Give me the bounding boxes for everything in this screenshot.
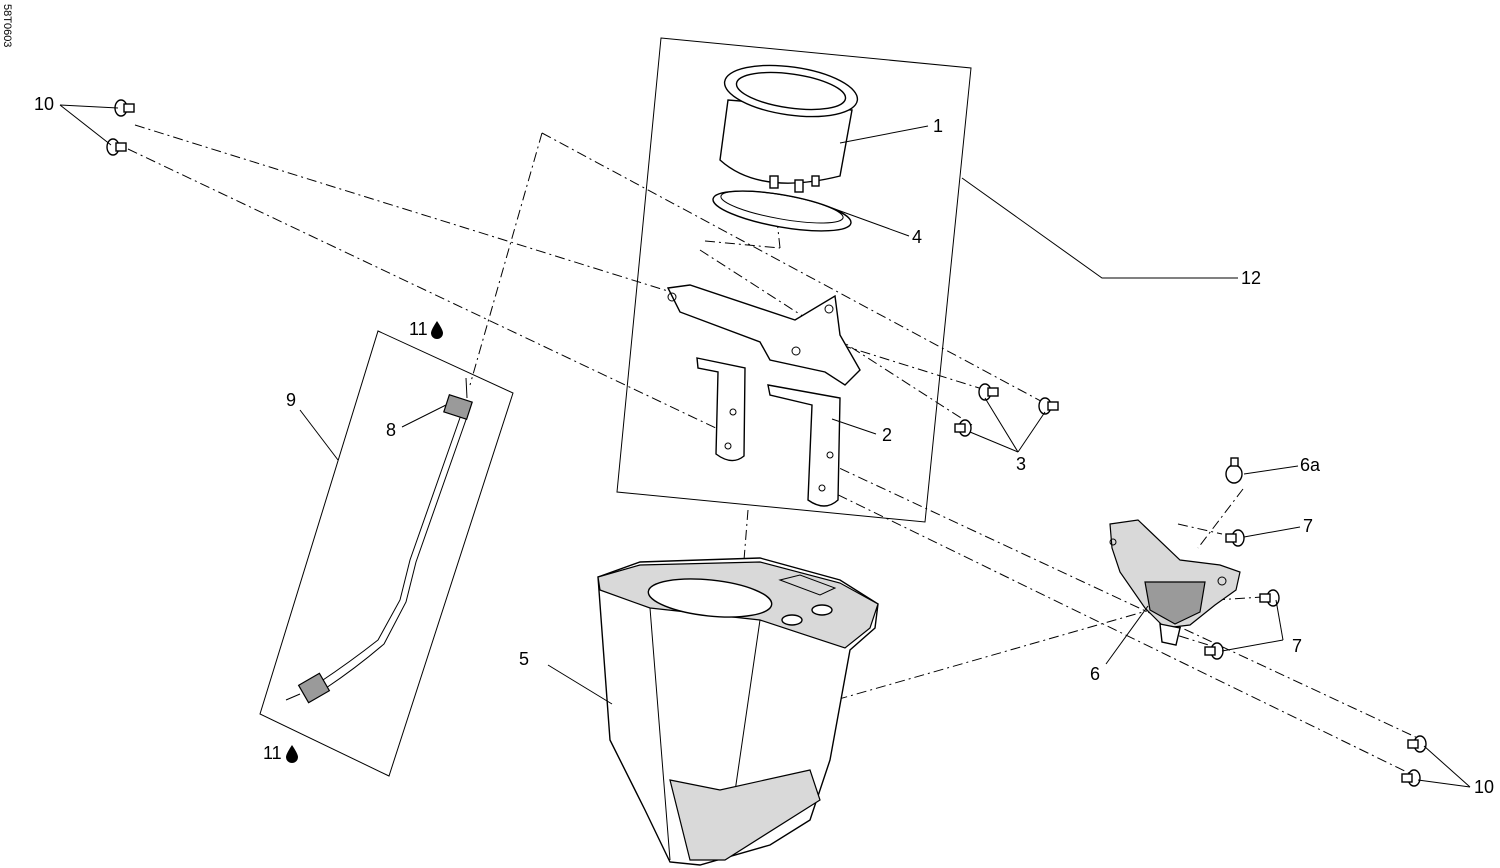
callout-8: 8 — [386, 420, 396, 440]
screws-part-7 — [1204, 529, 1280, 660]
cable-part — [285, 377, 473, 704]
screws-part-3 — [954, 383, 1059, 437]
leader-lines — [59, 104, 1471, 788]
oil-drop-icon — [431, 321, 443, 339]
callout-12: 12 — [1241, 268, 1261, 288]
callout-7-bottom: 7 — [1292, 636, 1302, 656]
cable-frame-9 — [259, 330, 514, 777]
drawing-reference: 58T0603 — [1, 4, 13, 47]
oil-drop-icon — [286, 745, 298, 763]
callout-1: 1 — [933, 116, 943, 136]
callout-11-bottom: 11 — [263, 743, 282, 763]
bracket-part — [666, 284, 861, 507]
gauge-part — [719, 64, 859, 193]
callout-6a: 6a — [1300, 455, 1321, 475]
callout-6: 6 — [1090, 664, 1100, 684]
screws-part-10 — [106, 99, 1427, 787]
callout-labels: 1 4 12 2 3 6a 7 7 6 5 9 8 11 11 10 10 — [34, 94, 1494, 797]
callout-2: 2 — [882, 425, 892, 445]
callout-10-bottom: 10 — [1474, 777, 1494, 797]
gasket-part — [712, 190, 852, 232]
callout-5: 5 — [519, 649, 529, 669]
callout-9: 9 — [286, 390, 296, 410]
assembly-frame-12 — [616, 37, 972, 523]
callout-11-top: 11 — [409, 319, 428, 339]
callout-7-top: 7 — [1303, 516, 1313, 536]
bulb-part-6a — [1225, 457, 1243, 484]
callout-4: 4 — [912, 227, 922, 247]
callout-3: 3 — [1016, 454, 1026, 474]
light-housing-part — [1109, 519, 1241, 646]
console-housing-part — [597, 557, 879, 866]
callout-10-top: 10 — [34, 94, 54, 114]
